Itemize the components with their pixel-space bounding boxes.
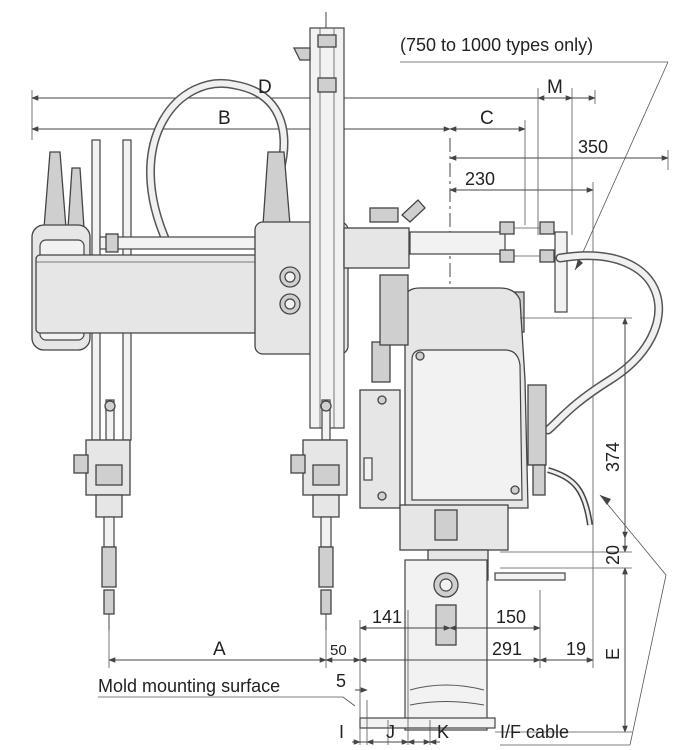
- dim-label-5: 5: [336, 671, 347, 691]
- dim-label-a: A: [213, 639, 226, 660]
- dim-label-350: 350: [578, 137, 609, 157]
- dim-label-m: M: [547, 77, 563, 98]
- dim-label-c: C: [480, 108, 494, 129]
- dim-label-k: K: [437, 722, 450, 742]
- dim-label-d: D: [258, 77, 272, 98]
- dimension-lines-top: [31, 61, 669, 615]
- dim-label-230: 230: [465, 169, 496, 189]
- dim-label-291: 291: [492, 639, 523, 659]
- dim-label-374: 374: [603, 441, 623, 472]
- dim-label-20: 20: [603, 544, 623, 565]
- if-cable-label: I/F cable: [500, 722, 570, 742]
- dim-label-i: I: [339, 722, 345, 742]
- dim-label-50: 50: [330, 642, 347, 659]
- dim-label-b: B: [218, 108, 231, 129]
- dim-label-e: E: [603, 647, 623, 660]
- dim-label-150: 150: [496, 607, 527, 627]
- types-note: (750 to 1000 types only): [400, 35, 594, 55]
- gripper-center: [290, 399, 348, 630]
- robot-body: [31, 12, 664, 731]
- mold-mounting-surface-label: Mold mounting surface: [98, 676, 281, 696]
- dim-label-19: 19: [566, 639, 587, 659]
- dimension-lines-bottom: [98, 317, 667, 746]
- dim-label-j: J: [386, 722, 395, 742]
- dim-label-141: 141: [372, 607, 403, 627]
- gripper-left: [73, 399, 131, 630]
